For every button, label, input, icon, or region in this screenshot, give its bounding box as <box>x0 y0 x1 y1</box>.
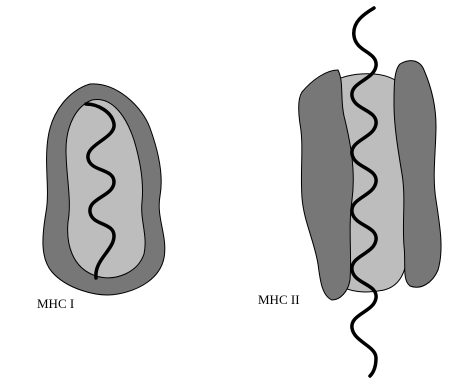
mhc-class-2-label: MHC II <box>258 292 300 308</box>
mhc-class-1-molecule <box>43 84 165 295</box>
mhc-class-1-label: MHC I <box>37 296 74 312</box>
mhc-class-2-molecule <box>299 8 441 376</box>
